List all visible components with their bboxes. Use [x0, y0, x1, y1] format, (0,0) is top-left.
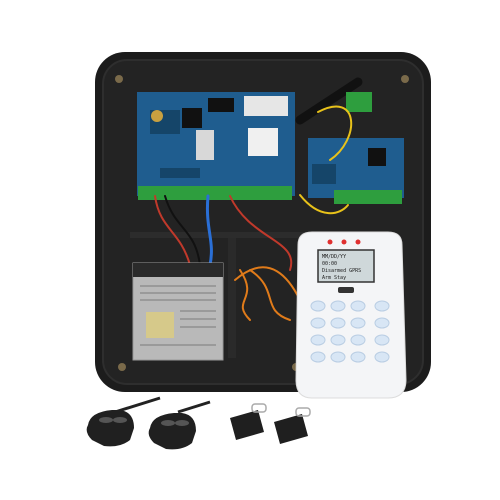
remote-fob	[148, 400, 211, 450]
keypad-key	[350, 334, 366, 346]
keypad-key	[330, 300, 346, 312]
keypad-key	[330, 351, 346, 363]
remote-button	[175, 420, 189, 426]
wiring	[154, 105, 353, 321]
screw-icon	[401, 75, 409, 83]
screen-line-4: Arm Stay	[322, 275, 346, 281]
keypad-key	[310, 300, 326, 312]
rfid-tag	[230, 403, 267, 440]
keypad-key	[310, 317, 326, 329]
remote-button	[99, 417, 113, 423]
keypad-key	[310, 351, 326, 363]
keypad-function-key	[374, 334, 390, 346]
indicator-light-icon	[355, 239, 361, 245]
power-supply	[132, 262, 224, 361]
keypad-keys	[310, 300, 390, 363]
zone-expansion-pcb	[308, 138, 404, 204]
terminal-block	[138, 186, 292, 200]
screw-icon	[118, 363, 126, 371]
indicator-light-icon	[327, 239, 333, 245]
keypad-key	[330, 317, 346, 329]
keypad-key	[330, 334, 346, 346]
keypad-key	[350, 317, 366, 329]
remote-button	[113, 417, 127, 423]
remote-button	[161, 420, 175, 426]
keypad-function-key	[374, 317, 390, 329]
indicator-light-icon	[341, 239, 347, 245]
screen-line-1: MM/DD/YY	[322, 254, 346, 260]
gsm-antenna	[295, 77, 363, 125]
relay-module	[346, 92, 372, 112]
keypad-key	[350, 300, 366, 312]
keypad-function-key	[374, 351, 390, 363]
screw-icon	[115, 75, 123, 83]
remote-fob	[86, 396, 161, 447]
keypad-key	[350, 351, 366, 363]
screen-line-2: 00:00	[322, 261, 337, 267]
keypad-key	[310, 334, 326, 346]
rfid-tag	[274, 407, 311, 444]
screen-line-3: Disarmed GPRS	[322, 268, 361, 274]
main-pcb	[137, 92, 295, 200]
keypad-screen	[317, 249, 375, 283]
keypad-function-key	[374, 300, 390, 312]
lcd-keypad: MM/DD/YY 00:00 Disarmed GPRS Arm Stay	[295, 231, 407, 399]
terminal-block	[334, 190, 402, 204]
